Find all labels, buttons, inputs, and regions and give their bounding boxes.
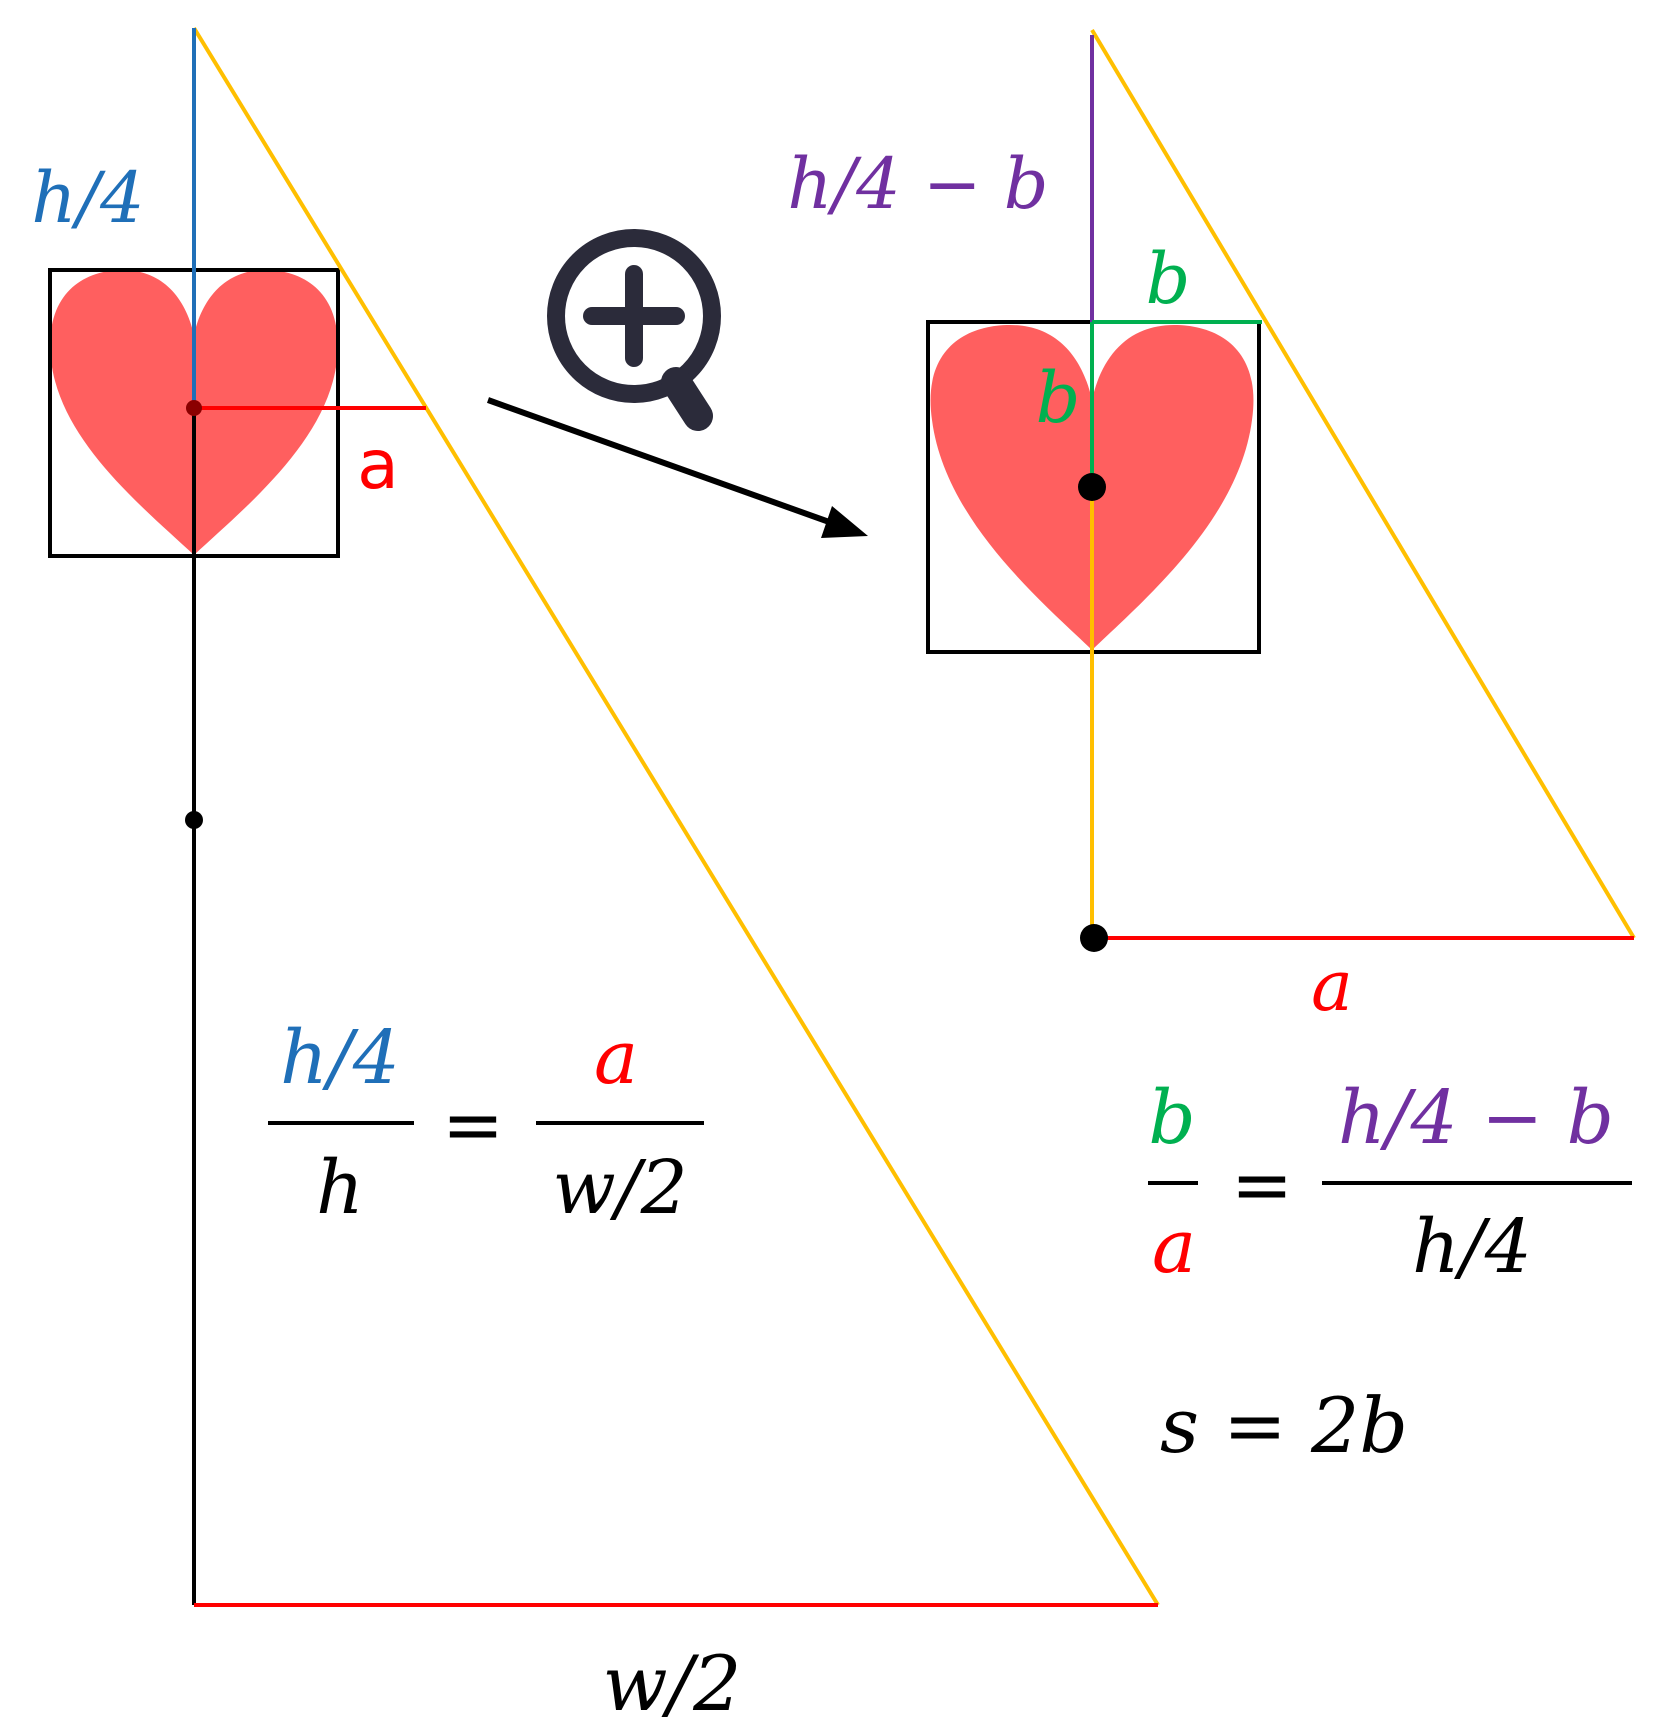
right-eq-den-right: h/4 bbox=[1412, 1204, 1532, 1290]
left-eq-den-right: w/2 bbox=[552, 1145, 687, 1231]
left-mid-dot bbox=[185, 811, 203, 829]
left-eq-num-right: a bbox=[594, 1015, 638, 1101]
right-label-b-side: b bbox=[1036, 357, 1081, 439]
s-equation: s = 2b bbox=[1160, 1381, 1408, 1470]
right-hypotenuse bbox=[1090, 28, 1636, 940]
left-eq-equals: = bbox=[442, 1082, 504, 1168]
right-eq-num-left: b bbox=[1148, 1075, 1195, 1161]
left-hypotenuse bbox=[192, 26, 1160, 1607]
left-eq-den-left: h bbox=[316, 1145, 364, 1231]
left-label-w2: w/2 bbox=[602, 1639, 741, 1728]
right-eq-den-left: a bbox=[1152, 1204, 1196, 1290]
right-eq-num-right: h/4 − b bbox=[1338, 1075, 1614, 1161]
right-figure: h/4 − b b b a b a = h/4 − b h/4 s = 2b bbox=[787, 28, 1636, 1470]
right-equation: b a = h/4 − b h/4 bbox=[1148, 1075, 1632, 1290]
arrow-right-down-icon bbox=[486, 397, 868, 538]
left-equation: h/4 h = a w/2 bbox=[268, 1015, 704, 1231]
right-label-h4b: h/4 − b bbox=[787, 143, 1048, 225]
right-eq-equals: = bbox=[1231, 1142, 1293, 1228]
right-label-b-top: b bbox=[1146, 238, 1191, 320]
zoom-in-icon bbox=[547, 229, 721, 431]
left-figure: h/4 a w/2 h/4 h = a w/2 bbox=[31, 26, 1160, 1728]
left-center-dot bbox=[186, 400, 202, 416]
left-label-h4: h/4 bbox=[31, 157, 144, 239]
left-label-a: a bbox=[357, 426, 399, 505]
right-corner-dot bbox=[1080, 924, 1108, 952]
left-eq-num-left: h/4 bbox=[280, 1015, 400, 1101]
right-label-a: a bbox=[1311, 945, 1353, 1027]
right-center-dot bbox=[1078, 473, 1106, 501]
